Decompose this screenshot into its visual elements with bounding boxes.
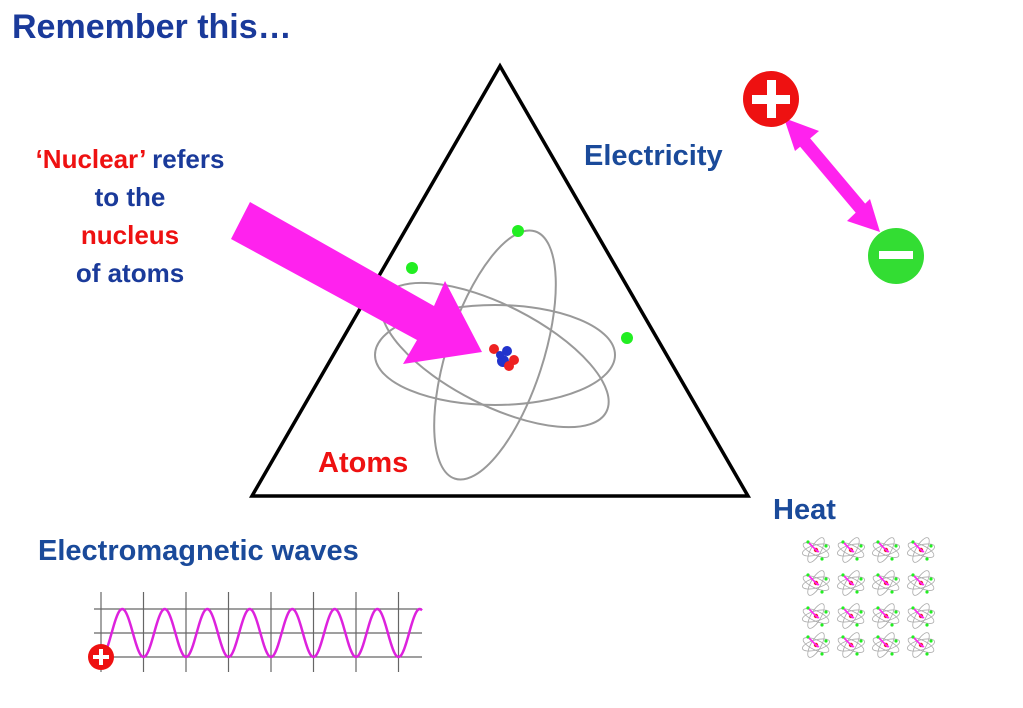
nuclear-note: ‘Nuclear’ refers to the nucleus of atoms [12,140,248,292]
atoms-label: Atoms [318,447,409,479]
nuclear-note-line-3: nucleus [80,220,180,250]
nuclear-note-line-1: ‘Nuclear’ refers [12,140,248,178]
heat-atoms-grid [800,534,937,661]
nucleus [489,344,519,371]
em-waves-label: Electromagnetic waves [38,535,359,567]
nuclear-note-line-2: to the [94,182,166,212]
heat-label: Heat [773,494,836,526]
electron-left [406,262,418,274]
page-title: Remember this… [12,8,292,46]
wave-icon [88,592,423,672]
wave-ticks [100,592,400,672]
double-arrow-icon [784,118,880,232]
orbit-horizontal [374,304,616,406]
refers-word: refers [144,144,225,174]
orbit-tilted [380,281,610,429]
nuclear-word: ‘Nuclear’ [35,144,145,174]
wave-plus-charge-icon [88,644,114,670]
nucleus-arrow [231,202,482,364]
wave-curve [100,607,423,659]
electron-top [512,225,524,237]
electricity-label: Electricity [584,140,723,172]
minus-charge-icon [868,228,924,284]
atom-icon [374,225,633,481]
nuclear-note-line-4: of atoms [75,258,185,288]
plus-charge-icon [743,71,799,127]
electron-right [621,332,633,344]
